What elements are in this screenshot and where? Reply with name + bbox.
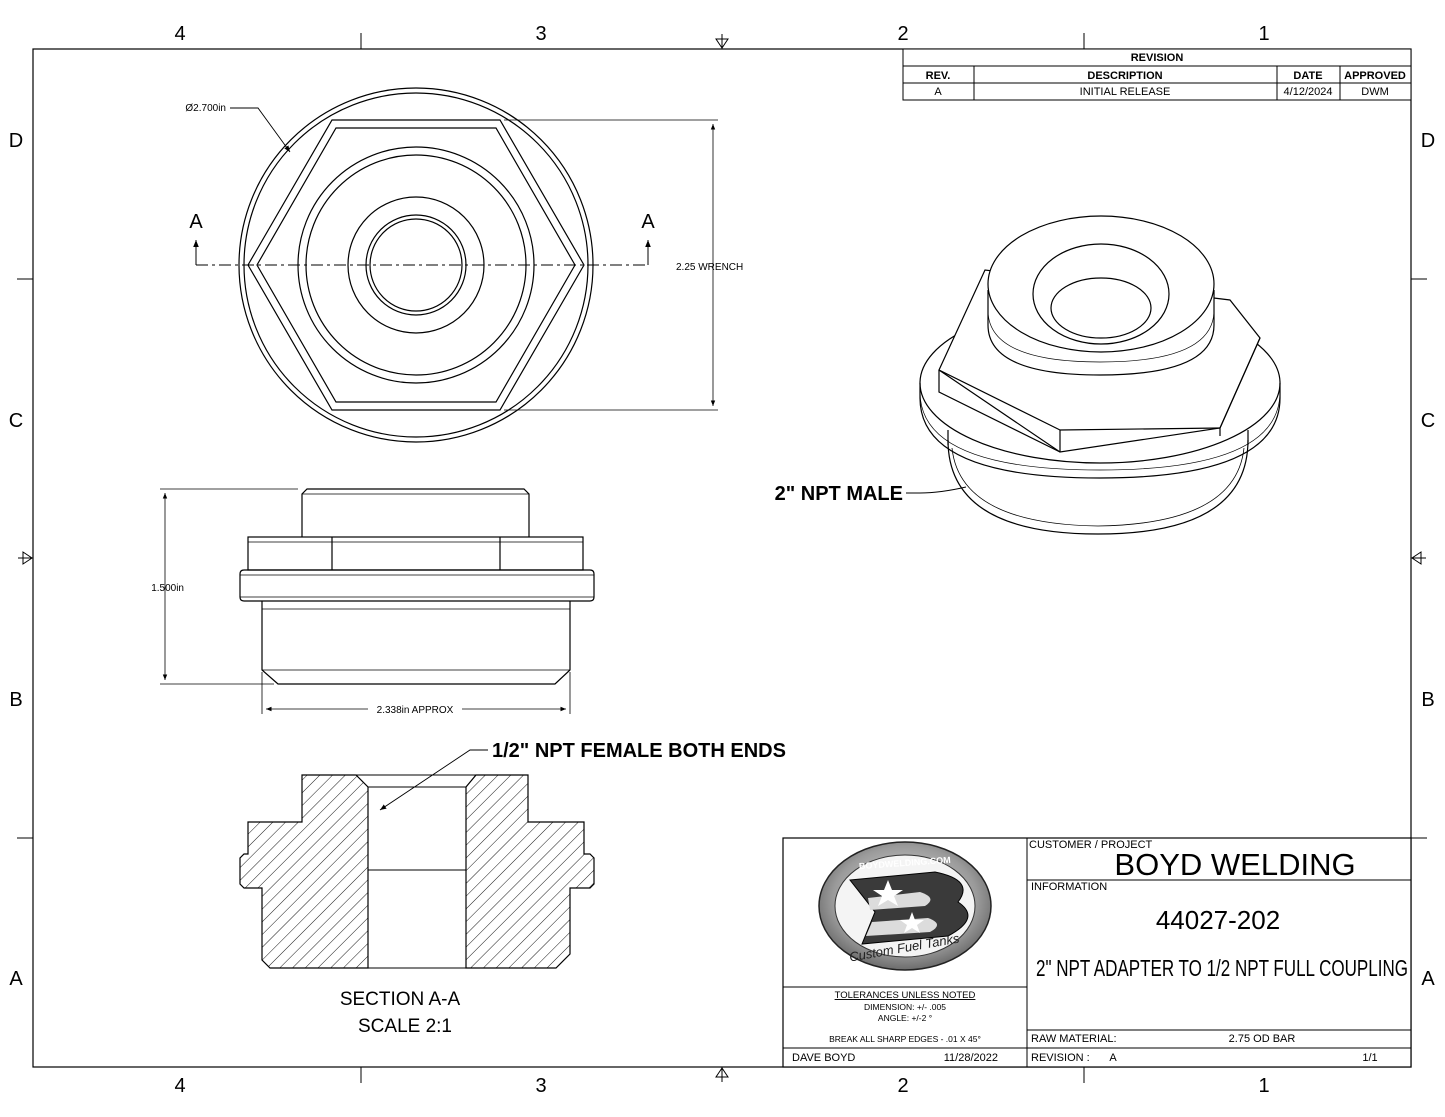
height-dimension: 1.500in: [151, 583, 184, 594]
side-thread-body: [261, 601, 571, 685]
zone-col-1-top: 1: [1258, 23, 1269, 45]
male-callout-leader: [906, 486, 967, 494]
customer-name: BOYD WELDING: [1114, 847, 1355, 882]
width-dim-mask: [368, 702, 462, 716]
iso-view: [906, 215, 1281, 535]
customer-project-label: CUSTOMER / PROJECT: [1029, 839, 1153, 851]
iso-boss-chamfer: [987, 311, 1215, 363]
side-boss: [301, 488, 530, 537]
section-wall-right: [465, 774, 595, 969]
title-block: BOYDWELDING.COM Custom Fuel Tanks CUSTOM…: [782, 837, 1412, 1068]
zone-col-1-bottom: 1: [1258, 1075, 1269, 1097]
part-number: 44027-202: [1156, 905, 1280, 935]
zone-row-d-left: D: [9, 130, 23, 152]
iso-hex-face-right-top: [1059, 427, 1221, 431]
zone-col-2-bottom: 2: [897, 1075, 908, 1097]
zone-row-b-left: B: [9, 689, 22, 711]
drawn-date: 11/28/2022: [944, 1052, 998, 1064]
revision-table: REVISION REV. DESCRIPTION DATE APPROVED …: [902, 48, 1412, 101]
revision-row-date: 4/12/2024: [1284, 86, 1333, 98]
section-scale: SCALE 2:1: [358, 1016, 452, 1037]
section-wall-left: [239, 774, 369, 969]
zone-col-4-bottom: 4: [174, 1075, 185, 1097]
iso-hex-edge-right: [1219, 337, 1261, 429]
center-mark-right: [1411, 551, 1426, 565]
iso-hex-face-left-top: [938, 369, 1061, 431]
tolerance-dimension: DIMENSION: +/- .005: [864, 1002, 946, 1012]
male-thread-callout: 2" NPT MALE: [775, 483, 903, 505]
center-mark-bottom: [715, 1067, 729, 1082]
top-view: [193, 87, 718, 443]
revision-header-description: DESCRIPTION: [1087, 70, 1162, 82]
revision-header-date: DATE: [1293, 70, 1322, 82]
wrench-dimension: 2.25 WRENCH: [676, 262, 743, 273]
iso-flange-chamfer: [919, 391, 1281, 471]
section-label-right: A: [641, 211, 655, 233]
drawn-by: DAVE BOYD: [792, 1052, 855, 1064]
revision-row-description: INITIAL RELEASE: [1080, 86, 1171, 98]
zone-row-c-left: C: [9, 410, 23, 432]
zone-row-a-right: A: [1421, 968, 1435, 990]
company-logo: BOYDWELDING.COM Custom Fuel Tanks: [818, 841, 992, 971]
section-label-left: A: [189, 211, 203, 233]
revision-table-title: REVISION: [1131, 52, 1184, 64]
revision-row-approved: DWM: [1361, 86, 1389, 98]
revision-label: REVISION :: [1031, 1052, 1090, 1064]
raw-material-value: 2.75 OD BAR: [1229, 1033, 1296, 1045]
zone-row-a-left: A: [9, 968, 23, 990]
bore-inner: [369, 218, 463, 312]
revision-row-rev: A: [934, 86, 942, 98]
iso-bore-chamfer: [1032, 243, 1170, 345]
diameter-dimension: Ø2.700in: [185, 103, 226, 114]
break-edges-note: BREAK ALL SHARP EDGES - .01 X 45°: [829, 1034, 981, 1044]
section-view: [239, 749, 595, 969]
iso-thread-line: [951, 447, 1245, 527]
zone-col-2-top: 2: [897, 23, 908, 45]
iso-hex-face-left: [938, 370, 1061, 453]
information-label: INFORMATION: [1031, 881, 1107, 893]
zone-col-3-bottom: 3: [535, 1075, 546, 1097]
section-title: SECTION A-A: [340, 989, 461, 1010]
iso-boss-top: [987, 215, 1215, 353]
center-mark-left: [18, 551, 33, 565]
iso-thread-bottom: [947, 439, 1249, 535]
sheet-border: [17, 33, 1427, 1083]
revision-header-rev: REV.: [926, 70, 951, 82]
sheet-number: 1/1: [1362, 1052, 1377, 1064]
zone-labels: 4 3 2 1 4 3 2 1 D C B A D C B A: [9, 23, 1436, 1097]
iso-flange-side: [919, 383, 1281, 479]
tolerance-angle: ANGLE: +/-2 °: [878, 1013, 932, 1023]
zone-row-b-right: B: [1421, 689, 1434, 711]
hex-inner-edge: [256, 127, 576, 403]
width-dimension: 2.338in APPROX: [377, 705, 454, 716]
revision-value: A: [1109, 1052, 1117, 1064]
zone-row-c-right: C: [1421, 410, 1435, 432]
zone-col-4-top: 4: [174, 23, 185, 45]
raw-material-label: RAW MATERIAL:: [1031, 1033, 1117, 1045]
zone-row-d-right: D: [1421, 130, 1435, 152]
tolerances-title: TOLERANCES UNLESS NOTED: [835, 990, 976, 1001]
female-thread-callout: 1/2" NPT FEMALE BOTH ENDS: [492, 740, 786, 762]
part-description: 2" NPT ADAPTER TO 1/2 NPT FULL COUPLING: [1036, 955, 1408, 981]
revision-header-approved: APPROVED: [1344, 70, 1406, 82]
diameter-leader: [230, 107, 291, 153]
iso-bore: [1050, 277, 1152, 339]
height-dim-mask: [180, 580, 208, 594]
female-callout-leader: [379, 749, 488, 811]
zone-col-3-top: 3: [535, 23, 546, 45]
center-mark-top: [715, 34, 729, 49]
side-flange: [239, 569, 595, 602]
side-view: [160, 488, 595, 714]
